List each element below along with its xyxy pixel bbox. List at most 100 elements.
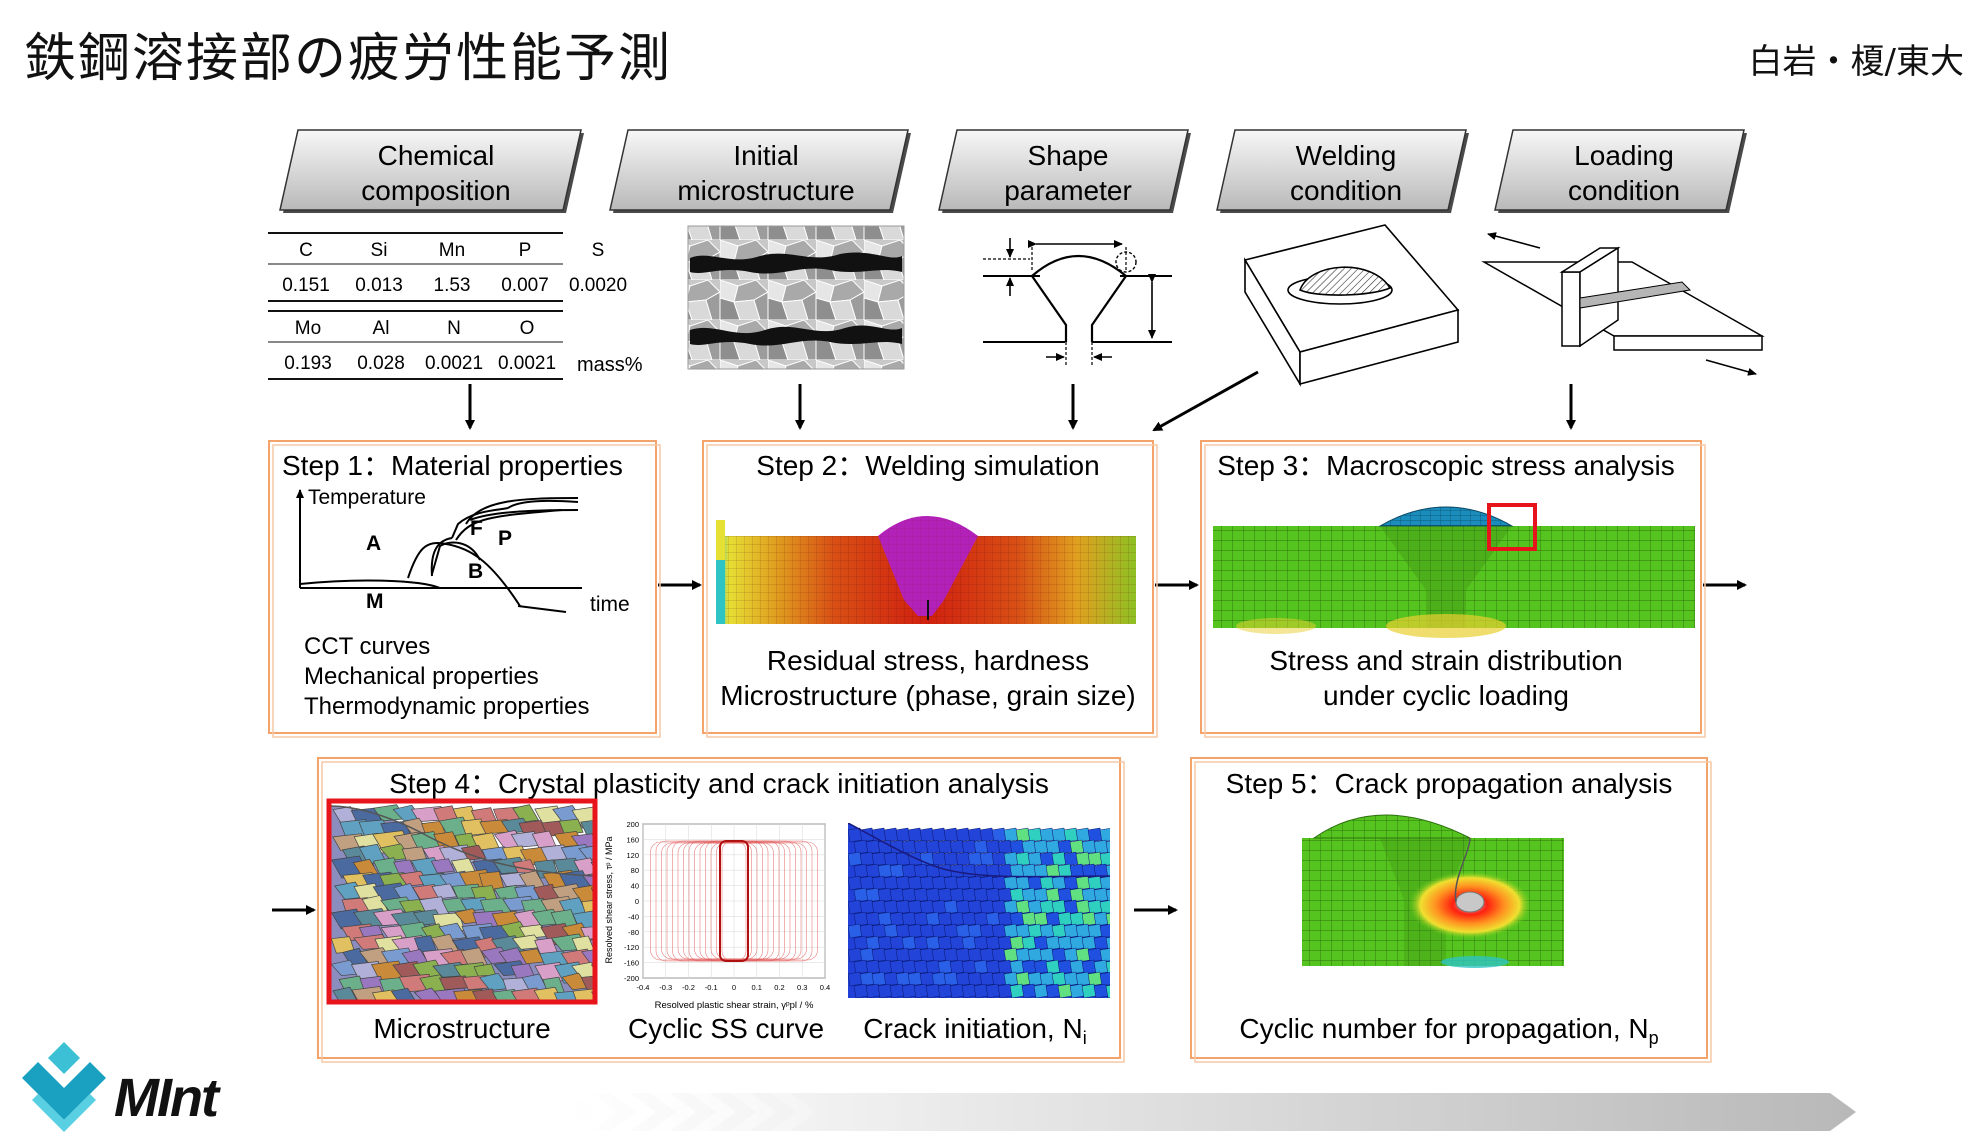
input-label: Chemical (378, 140, 495, 171)
affiliation: 白岩・榎/東大 (1748, 42, 1964, 82)
slide-title: 鉄鋼溶接部の疲労性能予測 (24, 29, 673, 89)
ss-y-tick: -200 (624, 974, 639, 983)
cct-region-b: B (468, 560, 483, 583)
macro-stress-fem-result (1213, 503, 1695, 638)
table-cell: 0.151 (282, 275, 330, 296)
step2-box: Step 2：Welding simulation Residual stres… (702, 440, 1158, 738)
step5-title: Step 5：Crack propagation analysis (1226, 768, 1673, 799)
input-label: Initial (733, 140, 798, 171)
grain (570, 833, 593, 848)
crack-cell (1099, 900, 1110, 915)
step2-title: Step 2：Welding simulation (756, 450, 1099, 481)
input-label: Welding (1296, 140, 1397, 171)
caption-cyclic-ss: Cyclic SS curve (628, 1013, 824, 1044)
ss-y-tick: 160 (626, 835, 639, 844)
crack-cell (1105, 865, 1110, 879)
crack-cell (1099, 852, 1110, 867)
crack-cell (1099, 924, 1110, 939)
ss-y-tick: 0 (635, 897, 639, 906)
ss-x-tick: 0.3 (797, 983, 807, 992)
caption-microstructure: Microstructure (373, 1013, 550, 1044)
grain (580, 926, 593, 940)
caption-crack-initiation: Crack initiation, Ni (863, 1013, 1086, 1048)
step5-caption: Cyclic number for propagation, Np (1239, 1013, 1658, 1048)
step4-title: Step 4：Crystal plasticity and crack init… (389, 768, 1049, 799)
ss-y-tick: 40 (631, 882, 639, 891)
input-label: Loading (1574, 140, 1674, 171)
table-header: Mn (439, 240, 465, 261)
grain (371, 989, 399, 1000)
ss-y-tick: -120 (624, 943, 639, 952)
table-cell: 0.007 (501, 275, 549, 296)
grain (471, 988, 498, 1000)
input-chemical-composition: Chemical composition (279, 129, 584, 213)
ss-loop (661, 842, 807, 960)
grain (582, 873, 593, 889)
cct-region-m: M (366, 590, 384, 613)
weld-geometry-drawing (983, 238, 1172, 365)
tjoint-loading-drawing (1481, 232, 1765, 376)
ss-y-tick: 80 (631, 866, 639, 875)
grain (332, 986, 358, 1000)
crystal-microstructure-image (331, 803, 593, 1000)
grain (578, 845, 593, 860)
step5-box: Step 5：Crack propagation analysis Cyclic… (1190, 757, 1712, 1063)
ss-x-tick: 0.1 (752, 983, 762, 992)
step1-title: Step 1：Material properties (282, 450, 623, 481)
crack-cell (1099, 948, 1110, 963)
crack-propagation-fem-result (1302, 814, 1564, 968)
crack-cell (1105, 961, 1110, 975)
ss-xlabel: Resolved plastic shear strain, γᵖpl / % (655, 1000, 814, 1011)
step3-line: Stress and strain distribution (1269, 645, 1622, 676)
cct-region-a: A (366, 532, 381, 555)
ss-y-tick: -40 (628, 912, 639, 921)
logo-text: MInt (114, 1068, 221, 1128)
step1-line: Mechanical properties (304, 663, 539, 690)
step2-line: Microstructure (phase, grain size) (720, 680, 1135, 711)
step1-box: Step 1：Material properties Temperature t… (268, 440, 661, 738)
table-header: N (447, 318, 461, 339)
input-initial-microstructure: Initial microstructure (609, 129, 911, 213)
table-cell: 0.028 (357, 353, 405, 374)
ss-x-tick: -0.4 (637, 983, 650, 992)
step4-box: Step 4：Crystal plasticity and crack init… (317, 757, 1125, 1063)
table-header: C (299, 240, 313, 261)
step3-line: under cyclic loading (1323, 680, 1569, 711)
ss-ylabel: Resolved shear stress, τᵖ / MPa (604, 836, 614, 963)
cct-region-f: F (470, 517, 483, 540)
crack-cell (1105, 913, 1110, 927)
table-header: O (520, 318, 535, 339)
ss-y-tick: 200 (626, 820, 639, 829)
step3-title: Step 3：Macroscopic stress analysis (1217, 450, 1675, 481)
ss-y-tick: -160 (624, 959, 639, 968)
table-header: Mo (295, 318, 321, 339)
cct-x-axis-label: time (590, 593, 630, 616)
footer-banner (570, 1093, 1856, 1131)
grain (430, 858, 455, 874)
step3-box: Step 3：Macroscopic stress analysis Stres… (1200, 440, 1706, 738)
crack-initiation-image (848, 823, 1110, 998)
zoom-highlight (1487, 503, 1537, 551)
input-label: condition (1290, 175, 1402, 206)
grain (573, 857, 593, 876)
ss-x-tick: 0 (732, 983, 736, 992)
input-label: parameter (1004, 175, 1132, 206)
table-cell: 0.013 (355, 275, 403, 296)
crack-cell (1099, 972, 1110, 987)
step2-line: Residual stress, hardness (767, 645, 1089, 676)
welding-fem-result (716, 516, 1136, 624)
input-label: microstructure (677, 175, 854, 206)
grain-mosaic (331, 804, 593, 1000)
input-label: condition (1568, 175, 1680, 206)
ss-x-tick: -0.1 (705, 983, 718, 992)
crack-grain-cells (848, 827, 1110, 998)
crack-cell (1105, 889, 1110, 903)
grain (580, 975, 593, 991)
table-header: Al (373, 318, 390, 339)
grain (572, 988, 593, 1000)
composition-table: C Si Mn P S 0.151 0.013 1.53 0.007 0.002… (268, 232, 643, 380)
step1-line: CCT curves (304, 633, 430, 660)
